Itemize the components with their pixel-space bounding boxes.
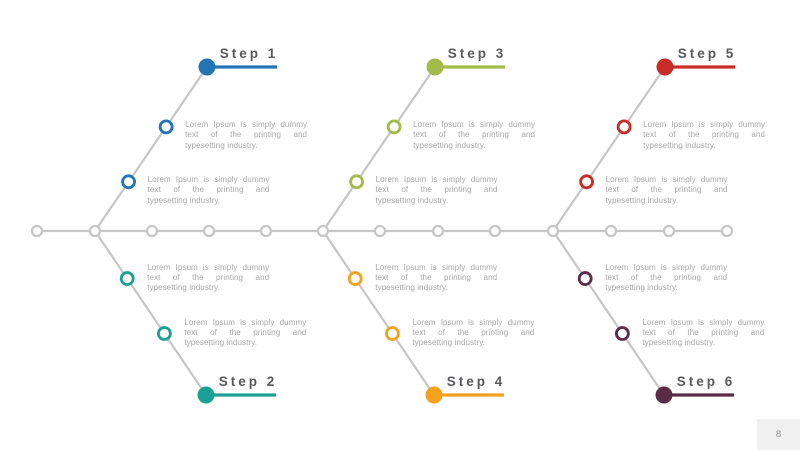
spine-junction-node [316, 224, 330, 238]
spine-node [145, 224, 159, 238]
spine-node [662, 224, 676, 238]
branch-item-marker [386, 119, 402, 135]
step-label: Step 1 [219, 46, 279, 61]
branch-line-top [94, 66, 208, 232]
branch-item-marker [577, 271, 593, 286]
branch-line-top [322, 66, 436, 232]
step-item-text: Lorem Ipsum is simply dummy text of the … [643, 119, 766, 150]
spine-node [30, 224, 44, 238]
step-item-text: Lorem Ipsum is simply dummy text of the … [605, 262, 728, 293]
branch-line-top [552, 66, 666, 232]
step-item-text: Lorem Ipsum is simply dummy text of the … [413, 119, 536, 150]
page-number: 8 [775, 429, 782, 440]
branch-item-marker [349, 174, 365, 190]
page-number-badge: 8 [757, 419, 800, 450]
step-item-text: Lorem Ipsum is simply dummy text of the … [147, 174, 270, 205]
step-marker-dot [656, 58, 674, 76]
step-item-text: Lorem Ipsum is simply dummy text of the … [605, 174, 728, 205]
spine-node [488, 224, 502, 238]
step-item-text: Lorem Ipsum is simply dummy text of the … [375, 174, 498, 205]
step-marker-dot [426, 58, 444, 76]
branch-item-marker [579, 174, 594, 190]
step-label: Step 6 [676, 374, 736, 389]
step-marker-dot [425, 386, 443, 404]
branch-item-marker [121, 174, 137, 190]
spine-node [604, 224, 618, 238]
step-item-text: Lorem Ipsum is simply dummy text of the … [185, 119, 308, 150]
branch-line-bottom [322, 230, 435, 396]
branch-item-marker [156, 326, 172, 341]
step-label: Step 3 [447, 46, 507, 61]
branch-item-marker [347, 271, 363, 286]
step-marker-dot [197, 386, 215, 404]
step-marker-dot [198, 58, 216, 76]
branch-line-bottom [94, 230, 207, 396]
step-label: Step 4 [446, 374, 506, 389]
step-label: Step 2 [218, 374, 278, 389]
step-item-text: Lorem Ipsum is simply dummy text of the … [147, 262, 270, 293]
step-item-text: Lorem Ipsum is simply dummy text of the … [642, 317, 765, 348]
spine-junction-node [546, 224, 560, 238]
branch-item-marker [384, 326, 400, 341]
branch-item-marker [158, 119, 174, 135]
spine-node [259, 224, 273, 238]
spine-node [431, 224, 445, 238]
spine-node [720, 224, 734, 238]
spine-junction-node [88, 224, 102, 238]
spine-node [202, 224, 216, 238]
step-item-text: Lorem Ipsum is simply dummy text of the … [412, 317, 535, 348]
branch-item-marker [616, 119, 632, 135]
branch-item-marker [614, 326, 630, 341]
branch-item-marker [119, 271, 135, 286]
step-marker-dot [655, 386, 673, 404]
step-item-text: Lorem Ipsum is simply dummy text of the … [375, 262, 498, 293]
branch-line-bottom [552, 230, 665, 396]
spine-node [373, 224, 387, 238]
step-item-text: Lorem Ipsum is simply dummy text of the … [184, 317, 307, 348]
step-label: Step 5 [677, 46, 737, 61]
